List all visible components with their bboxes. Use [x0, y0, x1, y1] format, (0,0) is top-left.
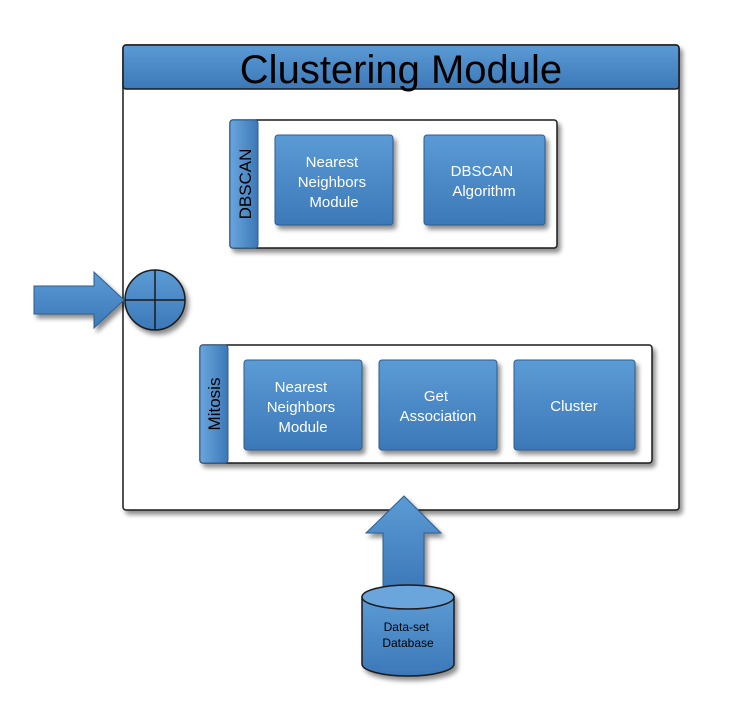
clustering-module-header: [122, 44, 680, 90]
mitosis-nn-line-1: Nearest: [275, 379, 328, 396]
input-arrow: [33, 270, 125, 330]
mitosis-cluster-block: Cluster: [513, 359, 636, 451]
dataset-database-icon: Data-set Database: [361, 584, 455, 677]
mitosis-ga-line-2: Association: [400, 408, 477, 425]
svg-text:Data-set Database: Data-set Database: [382, 620, 434, 650]
mitosis-label: Mitosis: [205, 378, 224, 431]
svg-text:Nearest Neighbors: Nearest Neighbors Module: [267, 379, 340, 436]
mitosis-get-association-block: Get Association: [378, 359, 498, 451]
svg-text:Cluster: Cluster: [550, 398, 598, 415]
svg-text:DBSCAN Algorithm: DBSCAN Algorithm: [451, 163, 518, 200]
dbscan-nn-line-1: Nearest: [306, 154, 359, 171]
dbscan-label: DBSCAN: [236, 149, 255, 220]
mitosis-group: Mitosis Nearest Neighbors Module Get Ass…: [199, 344, 653, 464]
dbscan-nn-line-3: Module: [309, 194, 358, 211]
dbscan-algo-line-1: DBSCAN: [451, 163, 514, 180]
mitosis-nearest-neighbors-block: Nearest Neighbors Module: [243, 359, 363, 451]
svg-text:Nearest Neighbors: Nearest Neighbors Module: [298, 154, 371, 211]
mitosis-ga-line-1: Get: [424, 388, 449, 405]
clustering-module-title: Clustering Module: [240, 48, 562, 92]
dbscan-side-tab: [229, 119, 259, 249]
svg-text:Get Association: Get Association: [400, 388, 477, 425]
mitosis-cluster-line-1: Cluster: [550, 398, 598, 415]
dbscan-group: DBSCAN Nearest Neighbors Module DBSCAN A…: [229, 119, 558, 249]
database-arrow: [364, 495, 443, 592]
mitosis-side-tab: [199, 344, 229, 464]
dbscan-nn-line-2: Neighbors: [298, 174, 366, 191]
dbscan-algorithm-block: DBSCAN Algorithm: [423, 134, 546, 226]
database-line-1: Data-set: [384, 620, 430, 634]
dbscan-nearest-neighbors-block: Nearest Neighbors Module: [274, 134, 394, 226]
mitosis-nn-line-2: Neighbors: [267, 399, 335, 416]
database-line-2: Database: [382, 636, 434, 650]
dbscan-algo-line-2: Algorithm: [452, 183, 515, 200]
summing-junction-icon: [124, 269, 186, 331]
mitosis-nn-line-3: Module: [278, 419, 327, 436]
